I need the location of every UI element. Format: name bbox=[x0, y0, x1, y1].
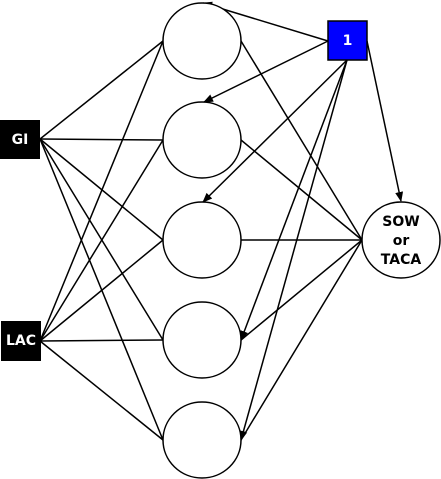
edge-lac-h4 bbox=[39, 339, 164, 342]
edges-hidden-to-output bbox=[240, 40, 363, 441]
output-label-line-1: SOW bbox=[382, 214, 419, 230]
hidden-node-2 bbox=[162, 101, 242, 179]
hidden-node-1 bbox=[162, 2, 242, 80]
edge-lac-h5 bbox=[39, 340, 164, 441]
bias-node: 1 bbox=[327, 20, 368, 61]
bias-label: 1 bbox=[343, 33, 353, 49]
output-label-line-3: TACA bbox=[381, 252, 422, 268]
edge-lac-h2 bbox=[39, 139, 164, 342]
hidden-node-5 bbox=[162, 401, 242, 479]
edges-lac-to-hidden bbox=[39, 40, 164, 441]
input-lac-label: LAC bbox=[6, 333, 36, 349]
edge-h2-output bbox=[240, 139, 363, 241]
input-gi-label: GI bbox=[12, 132, 29, 148]
arrow-bias-h5 bbox=[239, 59, 348, 441]
edges-bias bbox=[202, 1, 404, 441]
edge-gi-h1 bbox=[39, 40, 164, 140]
input-lac-box bbox=[1, 321, 41, 361]
input-node-gi: GI bbox=[0, 120, 40, 159]
edge-h5-output bbox=[240, 239, 363, 441]
output-node-circle bbox=[361, 201, 441, 279]
bias-box bbox=[327, 20, 368, 61]
edge-lac-h1 bbox=[39, 40, 164, 342]
edge-gi-h2 bbox=[39, 138, 164, 141]
hidden-layer bbox=[162, 2, 242, 479]
hidden-node-4 bbox=[162, 301, 242, 379]
output-node: SOW or TACA bbox=[361, 201, 441, 279]
hidden-node-3 bbox=[162, 201, 242, 279]
input-gi-box bbox=[0, 120, 40, 159]
arrow-bias-h3 bbox=[202, 59, 348, 203]
arrow-bias-h4 bbox=[240, 59, 348, 341]
input-node-lac: LAC bbox=[1, 321, 41, 361]
output-label-line-2: or bbox=[393, 233, 410, 249]
edge-lac-h3 bbox=[39, 239, 164, 342]
arrow-bias-h2 bbox=[203, 40, 329, 103]
edge-gi-h5 bbox=[39, 138, 164, 441]
edge-h4-output bbox=[240, 239, 363, 341]
arrow-bias-output bbox=[366, 40, 404, 202]
